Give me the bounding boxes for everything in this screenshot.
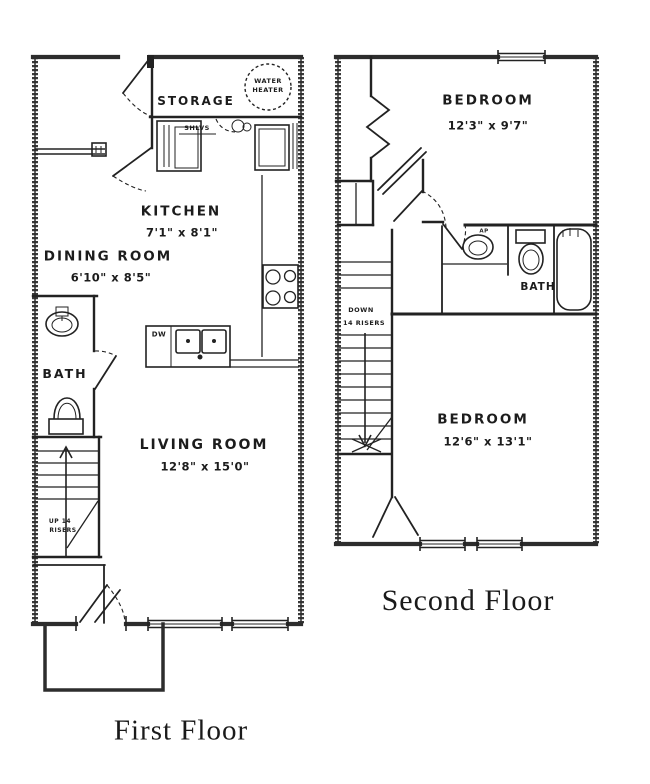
kitchen-sink bbox=[175, 329, 227, 360]
second-floor-plan bbox=[333, 50, 599, 551]
water-heater bbox=[244, 63, 292, 111]
living-room-label: LIVING ROOM bbox=[139, 437, 269, 453]
up-stairs-label-2: RISERS bbox=[49, 527, 77, 534]
kitchen-counter bbox=[145, 175, 299, 368]
down-stairs-label-2: 14 RISERS bbox=[342, 318, 386, 327]
second-floor-stairs bbox=[336, 228, 394, 499]
second-floor-title: Second Floor bbox=[381, 584, 555, 617]
shelves-label: SHLVS bbox=[184, 123, 210, 132]
first-floor-stairs bbox=[31, 435, 106, 624]
kitchen-door bbox=[112, 147, 152, 192]
bedroom1-door bbox=[393, 158, 447, 228]
first-floor-exterior-walls bbox=[30, 54, 304, 627]
bath-label-first: BATH bbox=[42, 365, 88, 381]
first-floor-bottom-windows bbox=[147, 617, 289, 631]
bedroom2-label: BEDROOM bbox=[437, 411, 529, 428]
second-floor-bath-walls bbox=[390, 220, 598, 316]
pantry-shelves bbox=[156, 118, 252, 172]
stove bbox=[262, 264, 299, 309]
down-stairs-label-1: DOWN bbox=[348, 305, 374, 314]
front-entry-door bbox=[75, 584, 127, 631]
up-stairs-label-1: UP 14 bbox=[48, 518, 72, 525]
bedroom2-dimensions: 12'6" x 13'1" bbox=[443, 434, 533, 449]
dining-room-label: DINING ROOM bbox=[43, 248, 173, 265]
toilet-second-floor bbox=[515, 229, 546, 275]
top-entry-door bbox=[122, 55, 154, 117]
water-heater-label-1: WATER bbox=[254, 76, 282, 85]
entry-rail bbox=[35, 142, 107, 157]
kitchen-label: KITCHEN bbox=[140, 203, 222, 220]
refrigerator bbox=[254, 123, 298, 171]
bath-label-second: BATH bbox=[520, 280, 556, 293]
sink-label: AP bbox=[479, 228, 489, 235]
hall-closets bbox=[334, 55, 427, 227]
bedroom1-label: BEDROOM bbox=[442, 92, 534, 109]
dishwasher-label: DW bbox=[151, 330, 167, 339]
first-floor-title: First Floor bbox=[113, 714, 249, 747]
kitchen-dimensions: 7'1" x 8'1" bbox=[146, 225, 218, 240]
storage-room-walls bbox=[148, 55, 303, 150]
bath-sink bbox=[45, 306, 79, 337]
bedroom1-dimensions: 12'3" x 9'7" bbox=[447, 118, 529, 133]
vanity-sink bbox=[442, 234, 507, 265]
first-floor-bath-walls bbox=[31, 294, 117, 439]
second-floor-exterior-walls bbox=[333, 54, 599, 547]
second-floor-windows bbox=[419, 50, 546, 551]
storage-label: STORAGE bbox=[157, 94, 235, 108]
first-floor-plan bbox=[30, 54, 304, 692]
water-heater-label-2: HEATER bbox=[252, 85, 284, 94]
patio-outline bbox=[43, 622, 165, 692]
living-dimensions: 12'8" x 15'0" bbox=[160, 459, 250, 474]
bedroom2-door bbox=[372, 496, 419, 538]
bathtub bbox=[556, 228, 592, 311]
toilet bbox=[48, 397, 84, 435]
dining-dimensions: 6'10" x 8'5" bbox=[70, 270, 152, 285]
